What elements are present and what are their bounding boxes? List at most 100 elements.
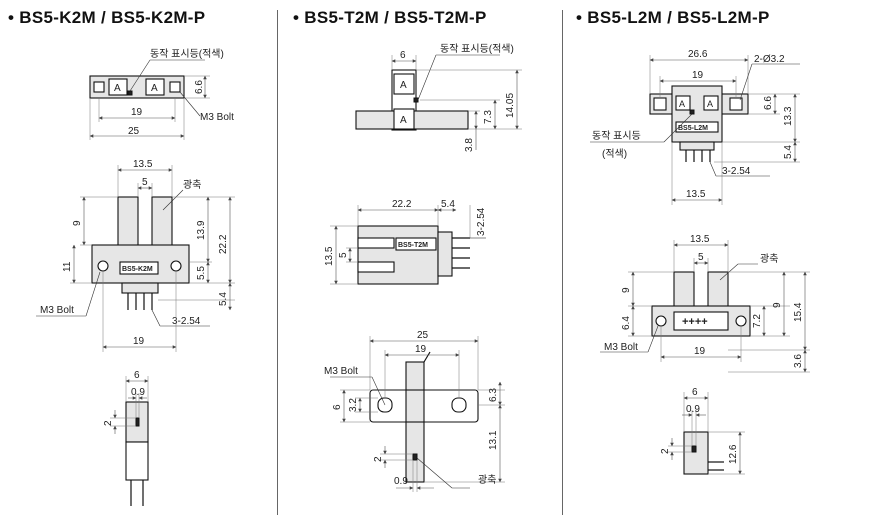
k2m-side-view: 6 0.9 2 [103, 370, 149, 506]
k2m-dim-5-4: 5.4 [218, 292, 229, 306]
k2m-side-dim-6: 6 [134, 370, 140, 381]
t2m-side-body [357, 225, 439, 285]
l2m-front-dim-5: 5 [698, 252, 704, 263]
l2m-front-dim-3-6: 3.6 [793, 354, 804, 368]
t2m-model-label: BS5-T2M [398, 242, 428, 249]
l2m-front-dim-15-4: 15.4 [793, 302, 804, 322]
l2m-top-receiver [703, 95, 719, 111]
t2m-front-dim-3-2: 3.2 [348, 398, 359, 412]
t2m-dim-6: 6 [400, 50, 406, 61]
t2m-front-dim-2: 2 [373, 456, 384, 462]
k2m-indicator-label: 동작 표시등(적색) [150, 48, 224, 60]
k2m-dim-25: 25 [128, 126, 140, 137]
k2m-top-arrow-icon-2: A [151, 83, 158, 94]
t2m-pitch-label: 3-2.54 [476, 207, 487, 236]
l2m-pitch-label: 3-2.54 [722, 166, 751, 177]
l2m-top-arrow-icon-2: A [707, 99, 713, 109]
k2m-model-label: BS5-K2M [122, 266, 153, 273]
t2m-top-emitter [393, 73, 415, 95]
t2m-optical-axis-label: 광축 [478, 474, 496, 486]
k2m-dim-19: 19 [131, 107, 143, 118]
l2m-top-hole-left [653, 97, 667, 111]
k2m-model-plate [119, 261, 159, 275]
l2m-front-arm-left [673, 271, 695, 309]
t2m-side-arm-bottom [357, 261, 395, 273]
k2m-dim-13-5: 13.5 [133, 159, 153, 170]
l2m-top-view: A A BS5-L2M 26.6 19 2-Ø3.2 6.6 13.3 5.4 … [590, 49, 800, 205]
t2m-front-bolt-label: M3 Bolt [324, 366, 358, 377]
l2m-front-bolt-label: M3 Bolt [604, 342, 638, 353]
t2m-indicator-led [413, 97, 419, 103]
l2m-indicator-label-1: 동작 표시등 [592, 130, 641, 142]
t2m-top-view: A A 동작 표시등(적색) 6 14.05 7.3 3.8 [355, 43, 522, 152]
l2m-model-plate [675, 121, 719, 133]
l2m-front-pins-icon: ++++ [682, 316, 708, 328]
l2m-dim-13-5: 13.5 [686, 189, 706, 200]
k2m-front-arm-right [151, 196, 173, 248]
k2m-top-view: A A 동작 표시등(적색) 19 25 6.6 M3 Bolt [89, 48, 234, 140]
l2m-front-hole-right [735, 315, 747, 327]
t2m-top-arrow-icon-2: A [400, 115, 407, 126]
k2m-top-receiver [145, 78, 165, 96]
t2m-indicator-label: 동작 표시등(적색) [440, 43, 514, 55]
t2m-front-dim-0-9: 0.9 [394, 476, 408, 487]
l2m-indicator-label-2: (적색) [602, 148, 627, 160]
t2m-front-dim-6-3: 6.3 [488, 388, 499, 402]
t2m-front-dim-6: 6 [332, 404, 343, 410]
k2m-top-arrow-icon: A [114, 83, 121, 94]
k2m-optical-axis-label: 광축 [183, 179, 201, 191]
k2m-pitch-label: 3-2.54 [172, 316, 201, 327]
k2m-front-hole-left [97, 260, 109, 272]
k2m-top-hole-right [169, 81, 181, 93]
k2m-side-lower [125, 441, 149, 481]
k2m-dim-22-2: 22.2 [218, 234, 229, 254]
k2m-dim-9: 9 [72, 220, 83, 226]
l2m-front-dim-13-5: 13.5 [690, 234, 710, 245]
t2m-front-slot [412, 453, 418, 461]
l2m-dim-6-6: 6.6 [763, 96, 774, 110]
t2m-front-dim-25: 25 [417, 330, 429, 341]
t2m-side-arm-top [357, 237, 395, 249]
k2m-side-dim-2: 2 [103, 420, 114, 426]
l2m-dim-13-3: 13.3 [783, 106, 794, 126]
t2m-top-arrow-icon: A [400, 80, 407, 91]
l2m-front-dim-6-4: 6.4 [621, 316, 632, 330]
k2m-dim-5: 5 [142, 177, 148, 188]
k2m-dim-11: 11 [62, 261, 73, 272]
t2m-front-dim-19: 19 [415, 344, 427, 355]
l2m-front-view: ++++ 13.5 5 광축 9 6.4 7.2 9 15.4 3.6 M3 B [600, 234, 810, 373]
k2m-front-hole-right [170, 260, 182, 272]
t2m-dim-5: 5 [338, 252, 349, 258]
k2m-dim-5-5: 5.5 [196, 266, 207, 280]
k2m-side-slot [135, 417, 140, 427]
column-divider-right [562, 10, 563, 515]
k2m-dim-19-front: 19 [133, 336, 145, 347]
l2m-top-arrow-icon: A [679, 99, 685, 109]
t2m-front-view: 25 19 M3 Bolt 6 3.2 6.3 13.1 2 0.9 [324, 330, 505, 492]
l2m-dim-5-4: 5.4 [783, 145, 794, 159]
t2m-front-dim-13-1: 13.1 [488, 430, 499, 450]
l2m-side-dim-0-9: 0.9 [686, 404, 700, 415]
l2m-front-dim-9: 9 [621, 287, 632, 293]
l2m-hole-label: 2-Ø3.2 [754, 54, 785, 65]
t2m-side-view: BS5-T2M 22.2 5.4 3-2.54 13.5 5 [324, 199, 487, 285]
t2m-dim-7-3: 7.3 [483, 110, 494, 124]
k2m-indicator-led [127, 90, 133, 96]
l2m-side-dim-2: 2 [660, 448, 671, 454]
l2m-top-body [671, 85, 723, 143]
t2m-front-hole-right [451, 397, 467, 413]
k2m-side-dim-0-9: 0.9 [131, 387, 145, 398]
t2m-dim-13-5: 13.5 [324, 246, 335, 266]
l2m-front-dim-9b: 9 [772, 302, 783, 308]
t2m-dim-3-8: 3.8 [464, 138, 475, 152]
k2m-connector [121, 282, 159, 294]
l2m-dim-19: 19 [692, 70, 704, 81]
k2m-front-bolt-label: M3 Bolt [40, 305, 74, 316]
t2m-dim-5-4: 5.4 [441, 199, 455, 210]
t2m-top-receiver [393, 108, 415, 130]
heading-k2m: • BS5-K2M / BS5-K2M-P [8, 8, 206, 27]
column-divider-left [277, 10, 278, 515]
l2m-front-dim-7-2: 7.2 [752, 314, 763, 328]
l2m-front-dim-19: 19 [694, 346, 706, 357]
k2m-top-emitter [108, 78, 128, 96]
